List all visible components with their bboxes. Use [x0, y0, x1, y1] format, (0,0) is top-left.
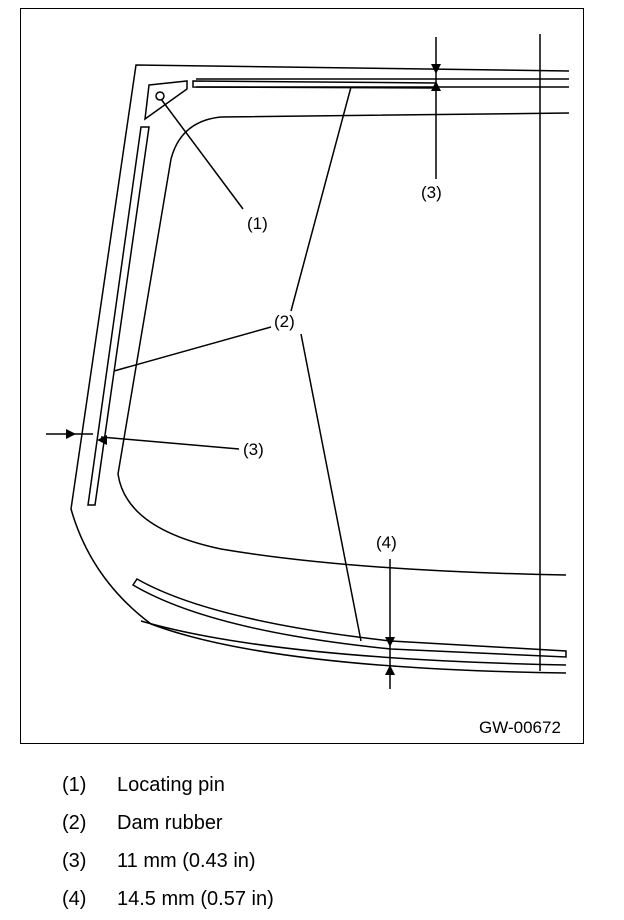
leader-3-left: [100, 436, 240, 450]
arrow-3-left-left: [97, 435, 107, 445]
legend-text: 14.5 mm (0.57 in): [117, 887, 274, 910]
leader-2-left: [113, 326, 272, 372]
arrow-3-top-down: [431, 64, 441, 74]
callout-1: (1): [247, 214, 268, 233]
legend-text: 11 mm (0.43 in): [117, 849, 256, 872]
leader-1: [160, 98, 244, 210]
legend-number: (3): [62, 849, 87, 872]
legend-number: (4): [62, 887, 87, 910]
legend-item-1: (1) Locating pin: [62, 766, 274, 804]
diagram-drawing: (1) (2) (3) (3) (4) GW-00672: [46, 34, 570, 737]
legend-item-3: (3) 11 mm (0.43 in): [62, 842, 274, 880]
legend-text: Locating pin: [117, 773, 225, 796]
callout-4: (4): [376, 533, 397, 552]
callout-3-top: (3): [421, 183, 442, 202]
locating-pin-block: [144, 80, 188, 121]
callout-3-left: (3): [243, 440, 264, 459]
figure-id-label: GW-00672: [479, 718, 561, 737]
arrow-3-left-right: [66, 429, 76, 439]
legend: (1) Locating pin (2) Dam rubber (3) 11 m…: [62, 766, 274, 918]
inner-trim-line: [117, 112, 570, 576]
dam-rubber-left: [87, 126, 150, 506]
arrow-3-top-up: [431, 81, 441, 91]
locating-pin: [155, 91, 165, 101]
dam-rubber-bottom: [131, 578, 567, 658]
legend-item-2: (2) Dam rubber: [62, 804, 274, 842]
glass-bottom-line: [140, 620, 567, 666]
callout-2: (2): [274, 312, 295, 331]
glass-outer-edge: [70, 64, 570, 674]
legend-number: (1): [62, 773, 87, 796]
leader-2-top: [290, 86, 352, 312]
arrow-4-up: [385, 665, 395, 675]
legend-number: (2): [62, 811, 87, 834]
leader-2-bottom: [300, 333, 362, 642]
legend-item-4: (4) 14.5 mm (0.57 in): [62, 880, 274, 918]
arrow-4-down: [385, 637, 395, 647]
windshield-diagram: (1) (2) (3) (3) (4) GW-00672: [20, 8, 584, 744]
legend-text: Dam rubber: [117, 811, 223, 834]
